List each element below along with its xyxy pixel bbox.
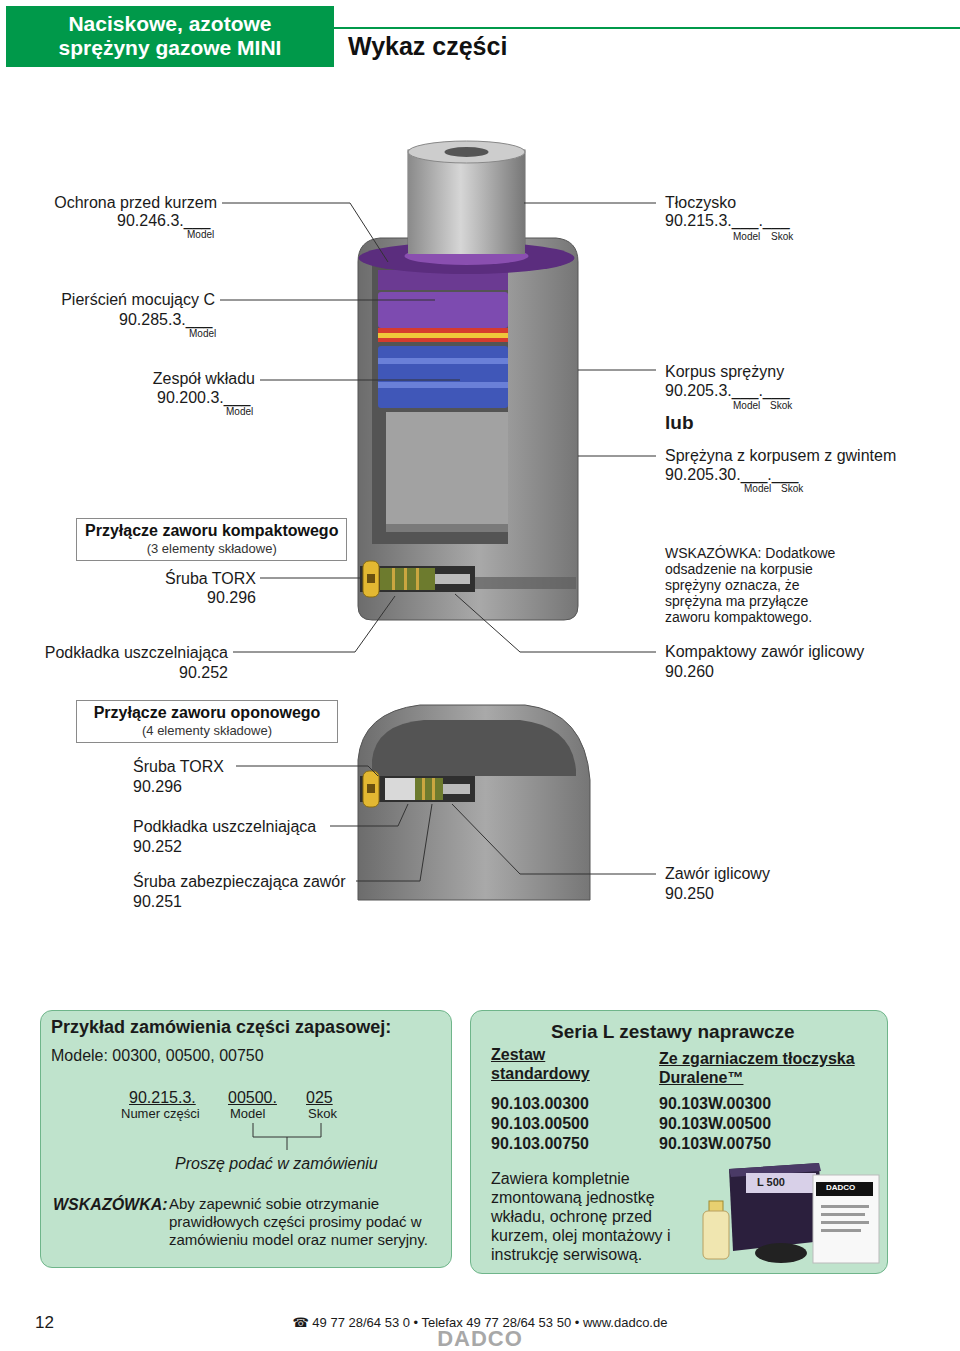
page-number: 12 bbox=[35, 1313, 54, 1333]
part-number: 90.296 bbox=[207, 588, 256, 607]
part-name: Pierścień mocujący C bbox=[61, 290, 215, 309]
part-number: 90.215.3. bbox=[129, 1088, 196, 1107]
kit-number: 90.103W.00750 bbox=[659, 1134, 771, 1153]
part-name: Sprężyna z korpusem z gwintem bbox=[665, 446, 896, 465]
note-text: Aby zapewnić sobie otrzymanie prawidłowy… bbox=[169, 1195, 449, 1249]
field-caption: Model bbox=[226, 406, 253, 418]
field-caption: Skok bbox=[770, 400, 792, 412]
column-heading: Ze zgarniaczem tłoczyska Duralene™ bbox=[659, 1049, 885, 1087]
field-caption: Skok bbox=[781, 483, 803, 495]
info-panel: Przykład zamówienia części zapasowej: Mod… bbox=[40, 1010, 452, 1268]
box-heading: Przykład zamówienia części zapasowej: bbox=[51, 1017, 391, 1039]
field-caption: Model bbox=[733, 231, 760, 243]
group-heading: Przyłącze zaworu oponowego bbox=[85, 703, 329, 723]
group-subheading: (4 elementy składowe) bbox=[85, 723, 329, 739]
order-hint: Proszę podać w zamówieniu bbox=[175, 1154, 378, 1173]
part-number: 90.215.3.___.___ bbox=[665, 211, 790, 230]
header-rule bbox=[334, 27, 960, 29]
conjunction: lub bbox=[665, 412, 694, 435]
photo-text: L 500 bbox=[757, 1176, 785, 1189]
header-box-text: Naciskowe, azotowe sprężyny gazowe MINI bbox=[6, 6, 334, 65]
stroke-number: 025 bbox=[306, 1088, 333, 1107]
field-caption: Model bbox=[230, 1106, 265, 1122]
part-name: Korpus sprężyny bbox=[665, 362, 784, 381]
field-caption: Model bbox=[733, 400, 760, 412]
kit-number: 90.103.00300 bbox=[491, 1094, 589, 1113]
page-title: Wykaz części bbox=[348, 32, 507, 61]
part-name: Zawór iglicowy bbox=[665, 864, 770, 883]
part-number: 90.205.3.___.___ bbox=[665, 381, 790, 400]
models-line: Modele: 00300, 00500, 00750 bbox=[51, 1046, 264, 1065]
box-heading: Seria L zestawy naprawcze bbox=[551, 1021, 795, 1044]
repair-kit-photo bbox=[701, 1159, 883, 1265]
part-number: 90.285.3.___ bbox=[119, 310, 212, 329]
kit-number: 90.103.00500 bbox=[491, 1114, 589, 1133]
part-name: Tłoczysko bbox=[665, 193, 736, 212]
note-keyword: WSKAZÓWKA: bbox=[53, 1195, 168, 1214]
group-heading: Przyłącze zaworu kompaktowego bbox=[85, 521, 338, 541]
brand-logo: DADCO bbox=[437, 1329, 523, 1349]
note-text: WSKAZÓWKA: Dodatkowe odsadzenie na korpu… bbox=[665, 545, 850, 625]
part-number: 90.252 bbox=[179, 663, 228, 682]
column-heading: Zestaw standardowy bbox=[491, 1045, 611, 1083]
field-caption: Model bbox=[189, 328, 216, 340]
model-number: 00500. bbox=[228, 1088, 277, 1107]
part-name: Zespół wkładu bbox=[153, 369, 255, 388]
field-caption: Model bbox=[744, 483, 771, 495]
part-name: Ochrona przed kurzem bbox=[54, 193, 217, 212]
part-number: 90.200.3.___ bbox=[157, 388, 250, 407]
part-number: 90.260 bbox=[665, 662, 714, 681]
kit-number: 90.103.00750 bbox=[491, 1134, 589, 1153]
header-box: Naciskowe, azotowe sprężyny gazowe MINI bbox=[6, 6, 334, 67]
part-number: 90.205.30.___.___ bbox=[665, 465, 798, 484]
group-subheading: (3 elementy składowe) bbox=[85, 541, 338, 557]
field-caption: Numer części bbox=[121, 1106, 200, 1122]
base-cutaway bbox=[358, 705, 590, 900]
part-number: 90.252 bbox=[133, 837, 182, 856]
part-name: Śruba zabezpieczająca zawór bbox=[133, 872, 346, 891]
part-number: 90.251 bbox=[133, 892, 182, 911]
part-number: 90.250 bbox=[665, 884, 714, 903]
kit-number: 90.103W.00300 bbox=[659, 1094, 771, 1113]
part-number: 90.296 bbox=[133, 777, 182, 796]
group-box: Przyłącze zaworu oponowego(4 elementy sk… bbox=[76, 700, 338, 743]
part-name: Kompaktowy zawór iglicowy bbox=[665, 642, 864, 661]
info-panel: Seria L zestawy naprawczeZestaw standard… bbox=[470, 1010, 888, 1274]
part-number: 90.246.3.___ bbox=[117, 211, 210, 230]
part-name: Podkładka uszczelniająca bbox=[45, 643, 228, 662]
field-caption: Model bbox=[187, 229, 214, 241]
photo-text: DADCO bbox=[826, 1183, 855, 1193]
part-name: Śruba TORX bbox=[133, 757, 224, 776]
field-caption: Skok bbox=[771, 231, 793, 243]
group-box: Przyłącze zaworu kompaktowego(3 elementy… bbox=[76, 518, 347, 561]
kit-description: Zawiera kompletnie zmontowaną jednostkę … bbox=[491, 1169, 696, 1264]
field-caption: Skok bbox=[308, 1106, 337, 1122]
kit-number: 90.103W.00500 bbox=[659, 1114, 771, 1133]
part-name: Podkładka uszczelniająca bbox=[133, 817, 316, 836]
part-name: Śruba TORX bbox=[165, 569, 256, 588]
